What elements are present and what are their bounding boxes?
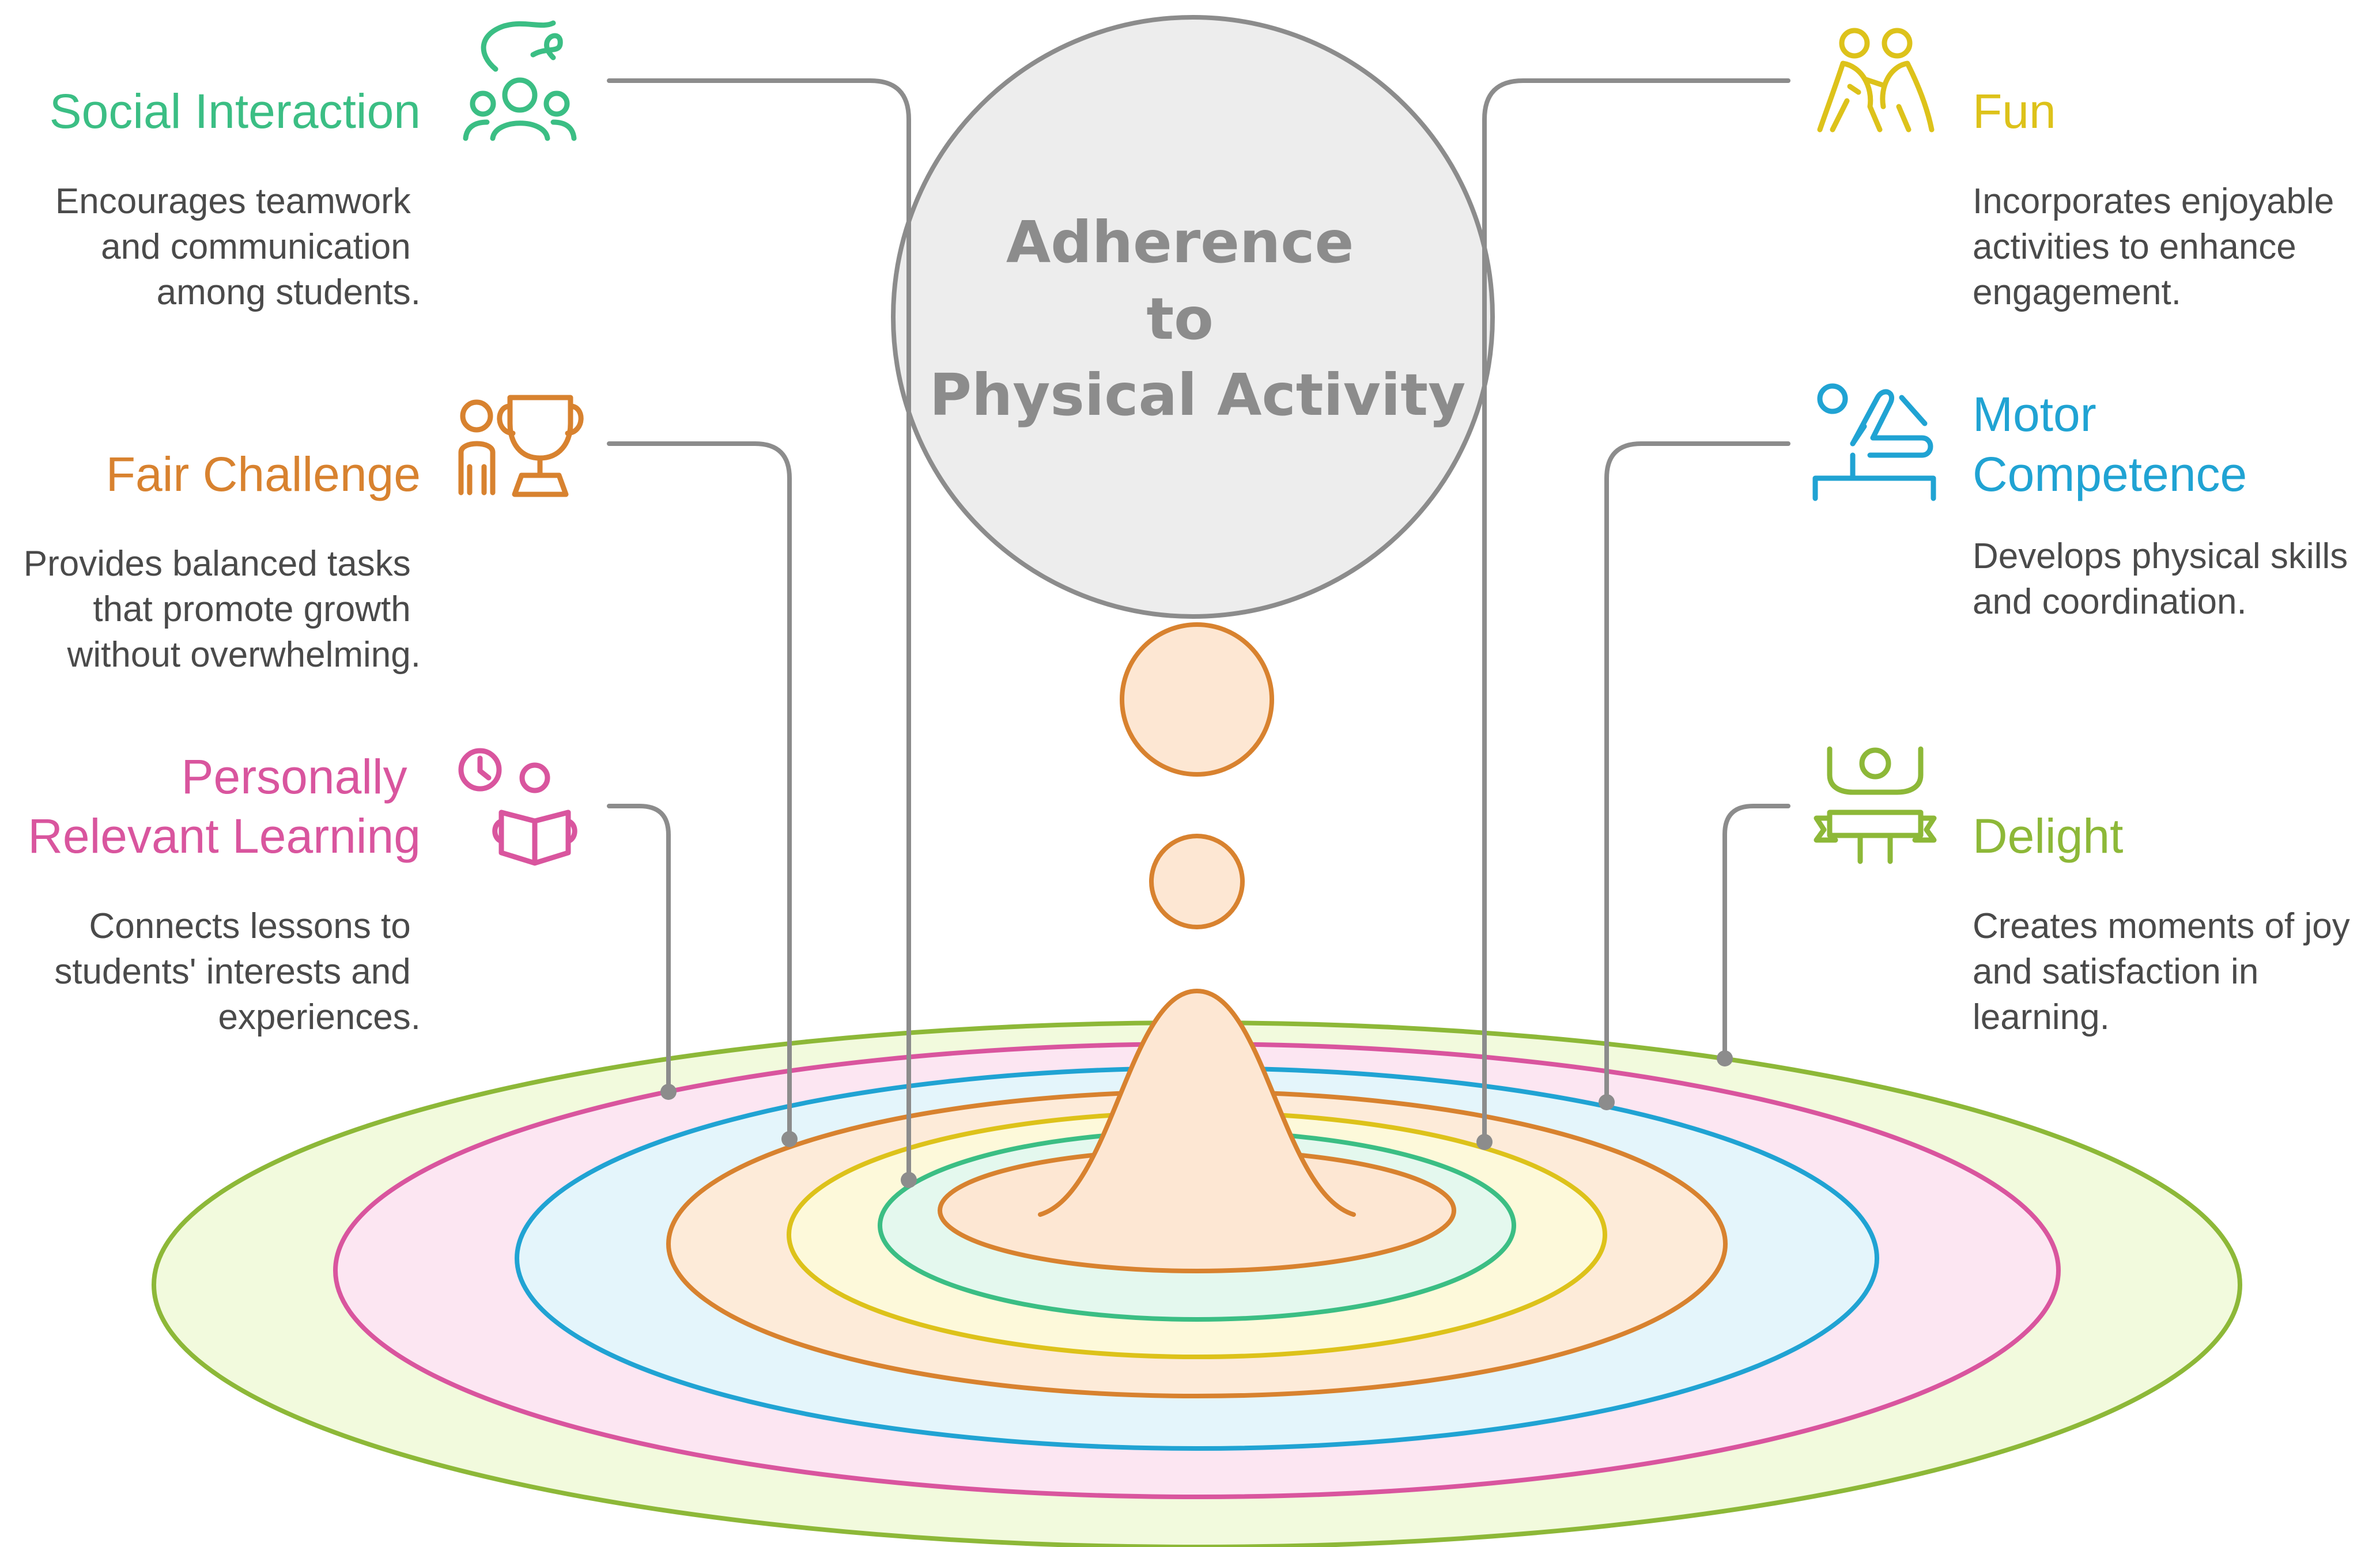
central-title: Adherence to Physical Activity (930, 209, 1466, 429)
endpoint-fair-challenge (781, 1131, 798, 1147)
factor-fair-challenge: Fair Challenge Provides balanced tasks t… (24, 395, 584, 675)
factor-description: Incorporates enjoyable activities to enh… (1973, 181, 2344, 312)
children-playing-icon (1817, 28, 1935, 133)
factor-delight: Delight Creates moments of joy and satis… (1814, 746, 2360, 1037)
connector-personally-relevant-learning (607, 804, 671, 1094)
factor-description: Connects lessons to students' interests … (54, 906, 421, 1037)
factor-motor-competence: Motor Competence Develops physical skill… (1812, 383, 2358, 622)
central-title-line-3: Physical Activity (930, 361, 1466, 429)
group-of-people-icon (463, 20, 577, 141)
factor-social-interaction: Social Interaction Encourages teamwork a… (50, 20, 577, 312)
factor-title: Fair Challenge (106, 447, 421, 501)
factor-title: Motor Competence (1973, 387, 2247, 501)
drop-small (1149, 834, 1245, 929)
factor-title: Personally Relevant Learning (28, 750, 421, 863)
connector-social-interaction (607, 78, 911, 1182)
central-title-line-2: to (1146, 285, 1214, 353)
factor-description: Develops physical skills and coordinatio… (1973, 536, 2358, 622)
connector-fun (1482, 78, 1790, 1144)
endpoint-motor-competence (1599, 1094, 1615, 1110)
ripple-rings (152, 1020, 2242, 1547)
drop-large (1120, 622, 1274, 777)
factor-personally-relevant-learning: Personally Relevant Learning Connects le… (28, 748, 577, 1037)
factor-description: Provides balanced tasks that promote gro… (24, 544, 421, 675)
endpoint-social-interaction (901, 1172, 917, 1188)
connector-fair-challenge (607, 441, 792, 1141)
connector-delight (1722, 804, 1790, 1061)
central-circle (891, 15, 1495, 619)
factor-fun: Fun Incorporates enjoyable activities to… (1817, 28, 2344, 312)
reading-with-clock-icon (458, 748, 577, 866)
person-with-trophy-icon (458, 395, 584, 497)
factor-title: Fun (1973, 84, 2056, 138)
factor-title: Delight (1973, 809, 2123, 863)
celebrating-person-icon (1814, 746, 1937, 864)
factor-description: Creates moments of joy and satisfaction … (1973, 906, 2360, 1037)
connectors (607, 78, 1790, 1182)
factor-title: Social Interaction (50, 84, 421, 138)
connector-endpoints (660, 1050, 1733, 1188)
gymnast-icon (1812, 383, 1936, 501)
endpoint-fun (1476, 1134, 1493, 1150)
endpoint-delight (1717, 1050, 1733, 1066)
endpoint-personally-relevant-learning (660, 1084, 677, 1100)
factor-description: Encourages teamwork and communication am… (55, 181, 421, 312)
central-title-line-1: Adherence (1006, 209, 1354, 276)
splash-drop (1038, 988, 1356, 1217)
connector-motor-competence (1604, 441, 1790, 1105)
